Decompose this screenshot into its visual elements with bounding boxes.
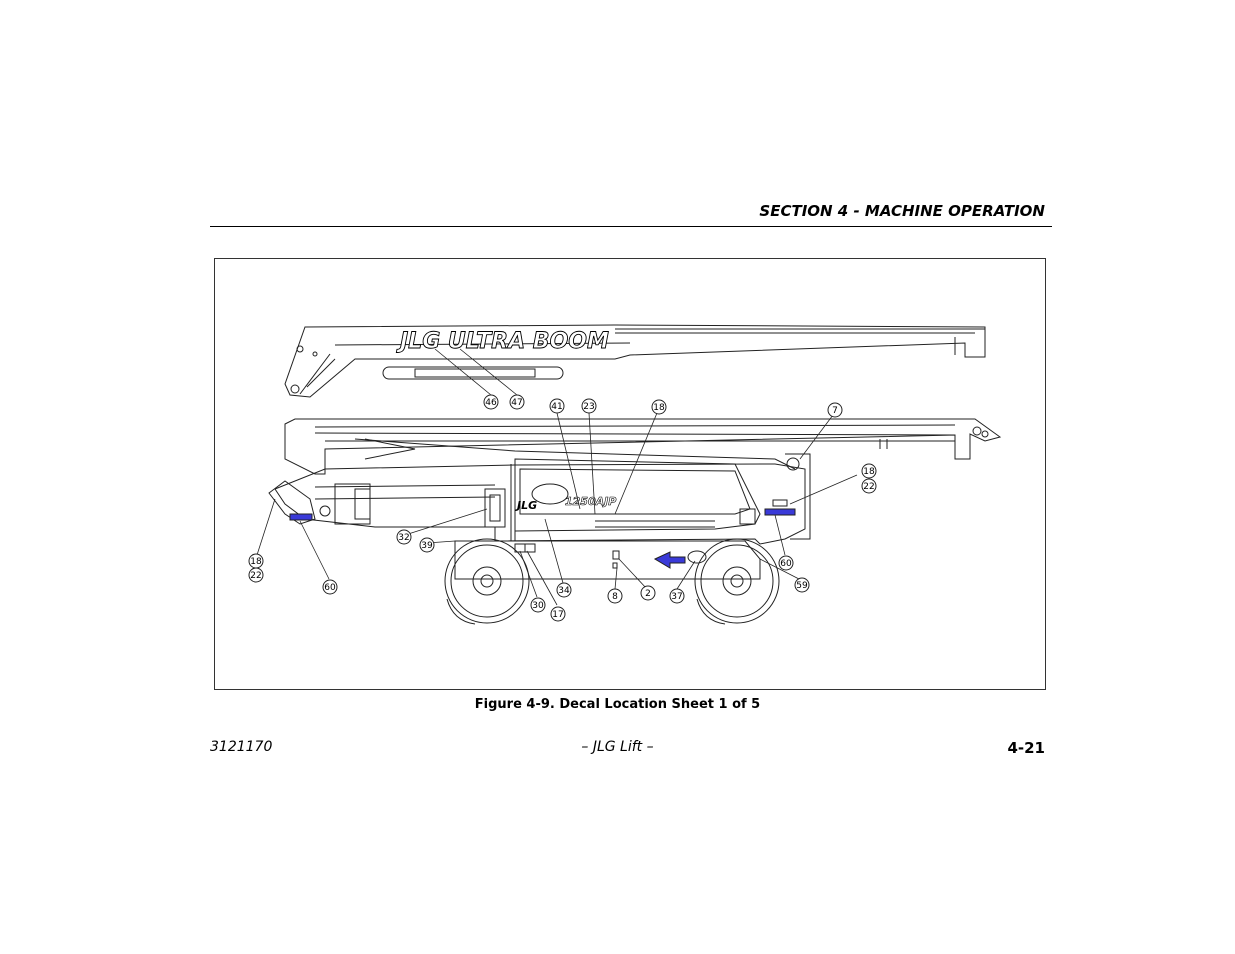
frame-decal-model: 1250AJP: [565, 495, 616, 508]
svg-text:30: 30: [532, 601, 544, 611]
callout-18-right: 18: [861, 463, 877, 479]
svg-text:37: 37: [671, 592, 682, 602]
svg-text:17: 17: [552, 610, 563, 620]
callout-34: 34: [556, 582, 572, 598]
lower-boom-assembly: [268, 463, 806, 545]
callout-46: 46: [483, 394, 499, 410]
svg-text:22: 22: [250, 571, 261, 581]
callout-markers: 46 47 41 23 18 7 18 22 18 22 32 39 60 34…: [248, 394, 877, 622]
svg-text:7: 7: [832, 406, 838, 416]
svg-text:23: 23: [583, 402, 594, 412]
footer-brand: – JLG Lift –: [581, 739, 654, 755]
svg-text:18: 18: [863, 467, 875, 477]
callout-18-top: 18: [651, 399, 667, 415]
callout-47: 47: [509, 394, 525, 410]
callout-17: 17: [550, 606, 566, 622]
callout-59: 59: [794, 577, 810, 593]
callout-22-right: 22: [861, 478, 877, 494]
figure-frame: JLG ULTRA BOOM: [214, 258, 1046, 690]
front-wheel: [444, 538, 530, 625]
svg-text:60: 60: [324, 583, 336, 593]
svg-text:18: 18: [653, 403, 665, 413]
callout-23: 23: [581, 398, 597, 414]
svg-text:39: 39: [421, 541, 433, 551]
svg-text:34: 34: [558, 586, 570, 596]
svg-text:46: 46: [485, 398, 497, 408]
callout-7: 7: [827, 402, 843, 418]
document-number: 3121170: [210, 739, 273, 755]
turntable-body: [484, 453, 811, 540]
decal-location-drawing: JLG ULTRA BOOM: [248, 324, 1002, 625]
main-boom-view: [284, 418, 1002, 475]
svg-text:60: 60: [780, 559, 792, 569]
svg-text:41: 41: [551, 402, 562, 412]
callout-60-left: 60: [322, 579, 338, 595]
callout-22-left: 22: [248, 567, 264, 583]
callout-37: 37: [669, 588, 685, 604]
svg-text:18: 18: [250, 557, 262, 567]
svg-text:59: 59: [796, 581, 808, 591]
callout-39: 39: [419, 537, 435, 553]
section-title: SECTION 4 - MACHINE OPERATION: [759, 202, 1045, 220]
callout-32: 32: [396, 529, 412, 545]
leader-lines: [256, 348, 858, 606]
rear-wheel: [694, 538, 780, 625]
svg-text:47: 47: [511, 398, 522, 408]
callout-18-left: 18: [248, 553, 264, 569]
callout-41: 41: [549, 398, 565, 414]
callout-60-right: 60: [778, 555, 794, 571]
chassis: [454, 540, 761, 580]
callout-2: 2: [640, 585, 656, 601]
svg-text:22: 22: [863, 482, 874, 492]
svg-text:8: 8: [612, 592, 618, 602]
callout-30: 30: [530, 597, 546, 613]
ultra-boom-decal: JLG ULTRA BOOM: [396, 329, 609, 354]
svg-text:2: 2: [645, 589, 651, 599]
callout-8: 8: [607, 588, 623, 604]
header-rule: [210, 226, 1052, 227]
page-number: 4-21: [1007, 739, 1045, 757]
frame-decal-jlg: JLG: [515, 499, 537, 512]
svg-text:32: 32: [398, 533, 409, 543]
upper-boom-view: [284, 324, 986, 398]
figure-caption: Figure 4-9. Decal Location Sheet 1 of 5: [474, 697, 761, 712]
